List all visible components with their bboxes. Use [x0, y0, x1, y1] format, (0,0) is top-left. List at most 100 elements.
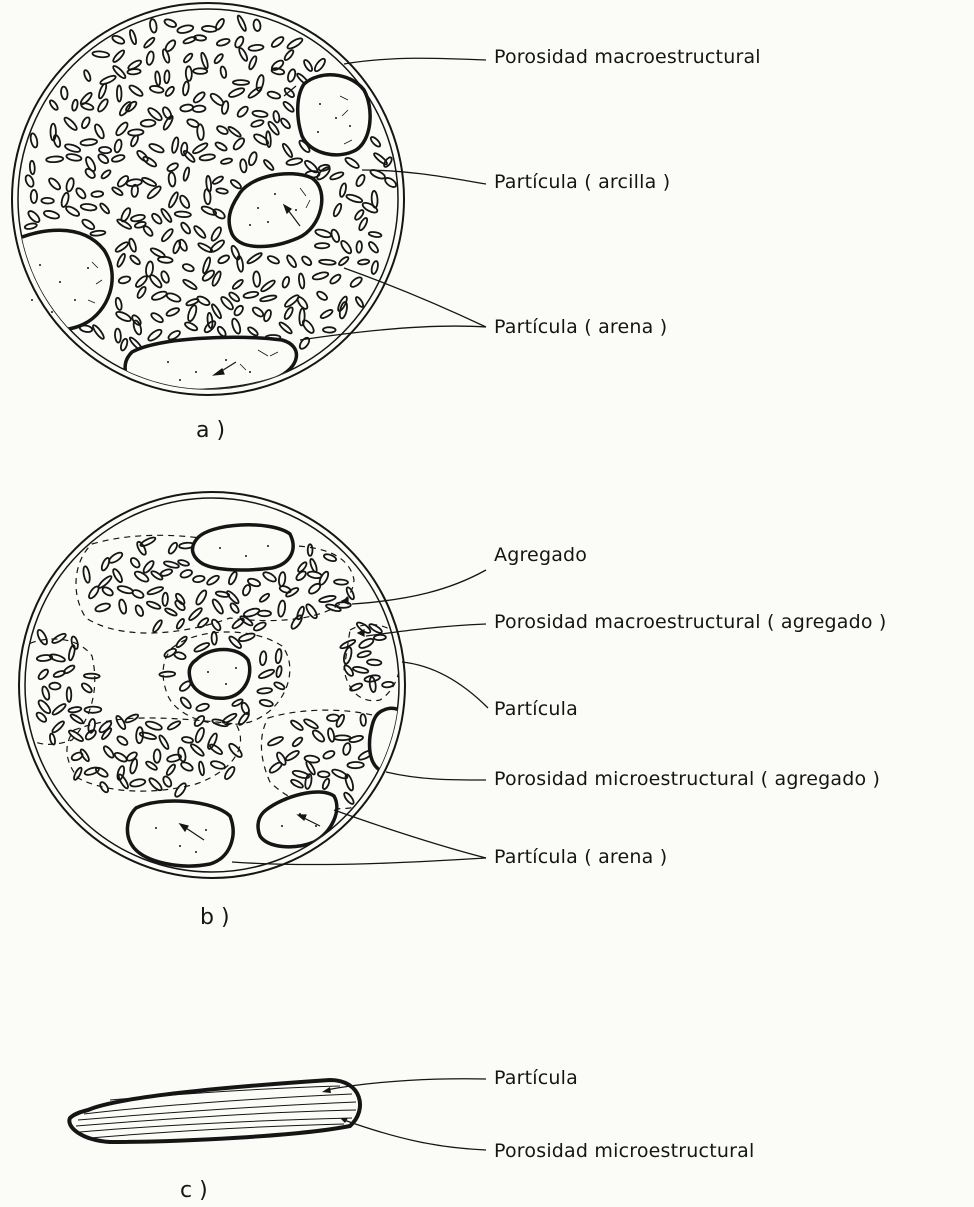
clay-particle	[374, 635, 386, 641]
clay-particle	[198, 761, 205, 775]
clay-particle	[180, 569, 194, 579]
clay-particle	[370, 260, 379, 274]
clay-particle	[67, 687, 72, 702]
clay-particle	[128, 238, 137, 253]
clay-particle	[319, 259, 336, 265]
panel-a-clay-aggregate-center	[229, 174, 322, 247]
clay-particle	[174, 651, 187, 660]
clay-particle	[197, 617, 210, 629]
clay-particle	[213, 53, 224, 65]
clay-particle	[41, 198, 54, 204]
clay-particle	[234, 35, 245, 49]
clay-particle	[158, 256, 173, 263]
clay-particle	[60, 192, 70, 208]
clay-particle	[148, 142, 165, 154]
clay-particle	[163, 560, 179, 569]
clay-particle	[130, 134, 140, 147]
clay-particle	[97, 153, 110, 165]
clay-particle	[268, 761, 283, 775]
label-porosidad-microestructural: Porosidad microestructural	[494, 1142, 754, 1161]
clay-particle	[189, 743, 205, 758]
clay-particle	[97, 83, 107, 99]
clay-particle	[308, 544, 313, 556]
clay-particle	[260, 294, 277, 302]
clay-particle	[240, 159, 248, 173]
clay-particle	[27, 209, 42, 224]
clay-particle	[335, 714, 346, 728]
clay-particle	[162, 775, 173, 788]
clay-particle	[150, 212, 163, 225]
clay-particle	[101, 586, 114, 597]
clay-particle	[282, 100, 295, 113]
clay-particle	[270, 35, 285, 48]
clay-particle	[46, 156, 63, 163]
clay-particle	[222, 712, 238, 724]
clay-particle	[173, 782, 188, 799]
clay-particle	[197, 124, 205, 140]
label-porosidad-macro-agregado: Porosidad macroestructural ( agregado )	[494, 613, 887, 632]
clay-particle	[196, 295, 211, 307]
clay-particle	[93, 123, 105, 139]
clay-particle	[79, 748, 90, 762]
clay-particle	[83, 69, 92, 82]
clay-particle	[342, 742, 352, 755]
clay-particle	[286, 157, 303, 166]
clay-particle	[116, 735, 129, 747]
clay-particle	[94, 766, 109, 778]
clay-particle	[29, 161, 35, 175]
clay-particle	[160, 228, 174, 243]
clay-particle	[31, 190, 37, 203]
clay-particle	[334, 735, 350, 740]
label-agregado: Agregado	[494, 546, 587, 565]
clay-particle	[271, 67, 285, 75]
clay-particle	[232, 279, 245, 291]
clay-particle	[115, 328, 122, 342]
clay-particle	[307, 582, 322, 595]
clay-particle	[275, 649, 282, 664]
clay-particle	[219, 295, 234, 311]
clay-particle	[152, 619, 164, 633]
clay-particle	[29, 133, 38, 148]
clay-particle	[312, 271, 329, 281]
clay-particle	[49, 683, 60, 690]
clay-particle	[162, 593, 168, 606]
panel-b-grain-center	[189, 650, 249, 699]
clay-particle	[327, 728, 335, 742]
clay-particle	[283, 306, 294, 320]
clay-particle	[80, 203, 96, 211]
clay-particle	[102, 745, 115, 759]
clay-particle	[66, 153, 82, 162]
clay-particle	[358, 637, 375, 650]
clay-particle	[267, 255, 280, 265]
clay-particle	[267, 735, 284, 747]
clay-particle	[195, 702, 209, 712]
clay-particle	[166, 162, 179, 173]
clay-particle	[258, 668, 275, 680]
clay-particle	[160, 270, 171, 284]
clay-particle	[129, 29, 138, 44]
clay-particle	[131, 589, 144, 600]
clay-particle	[281, 143, 293, 159]
clay-particle	[51, 720, 65, 734]
panel-a-grain-upper-right	[298, 75, 370, 155]
clay-particle	[266, 131, 272, 147]
clay-particle	[247, 151, 258, 166]
clay-particle	[150, 311, 164, 323]
clay-particle	[347, 762, 364, 768]
clay-particle	[112, 64, 127, 79]
clay-particle	[357, 650, 371, 659]
clay-particle	[290, 719, 304, 732]
panel-c-drawing	[69, 1079, 486, 1150]
clay-particle	[236, 105, 250, 119]
clay-particle	[84, 706, 101, 712]
clay-particle	[84, 673, 100, 678]
clay-particle	[286, 37, 304, 51]
clay-particle	[248, 55, 258, 70]
clay-particle	[290, 778, 304, 789]
clay-particle	[175, 211, 192, 218]
clay-particle	[242, 584, 252, 597]
clay-particle	[186, 66, 193, 81]
clay-particle	[232, 137, 246, 152]
clay-particle	[329, 171, 344, 181]
clay-particle	[64, 143, 81, 154]
